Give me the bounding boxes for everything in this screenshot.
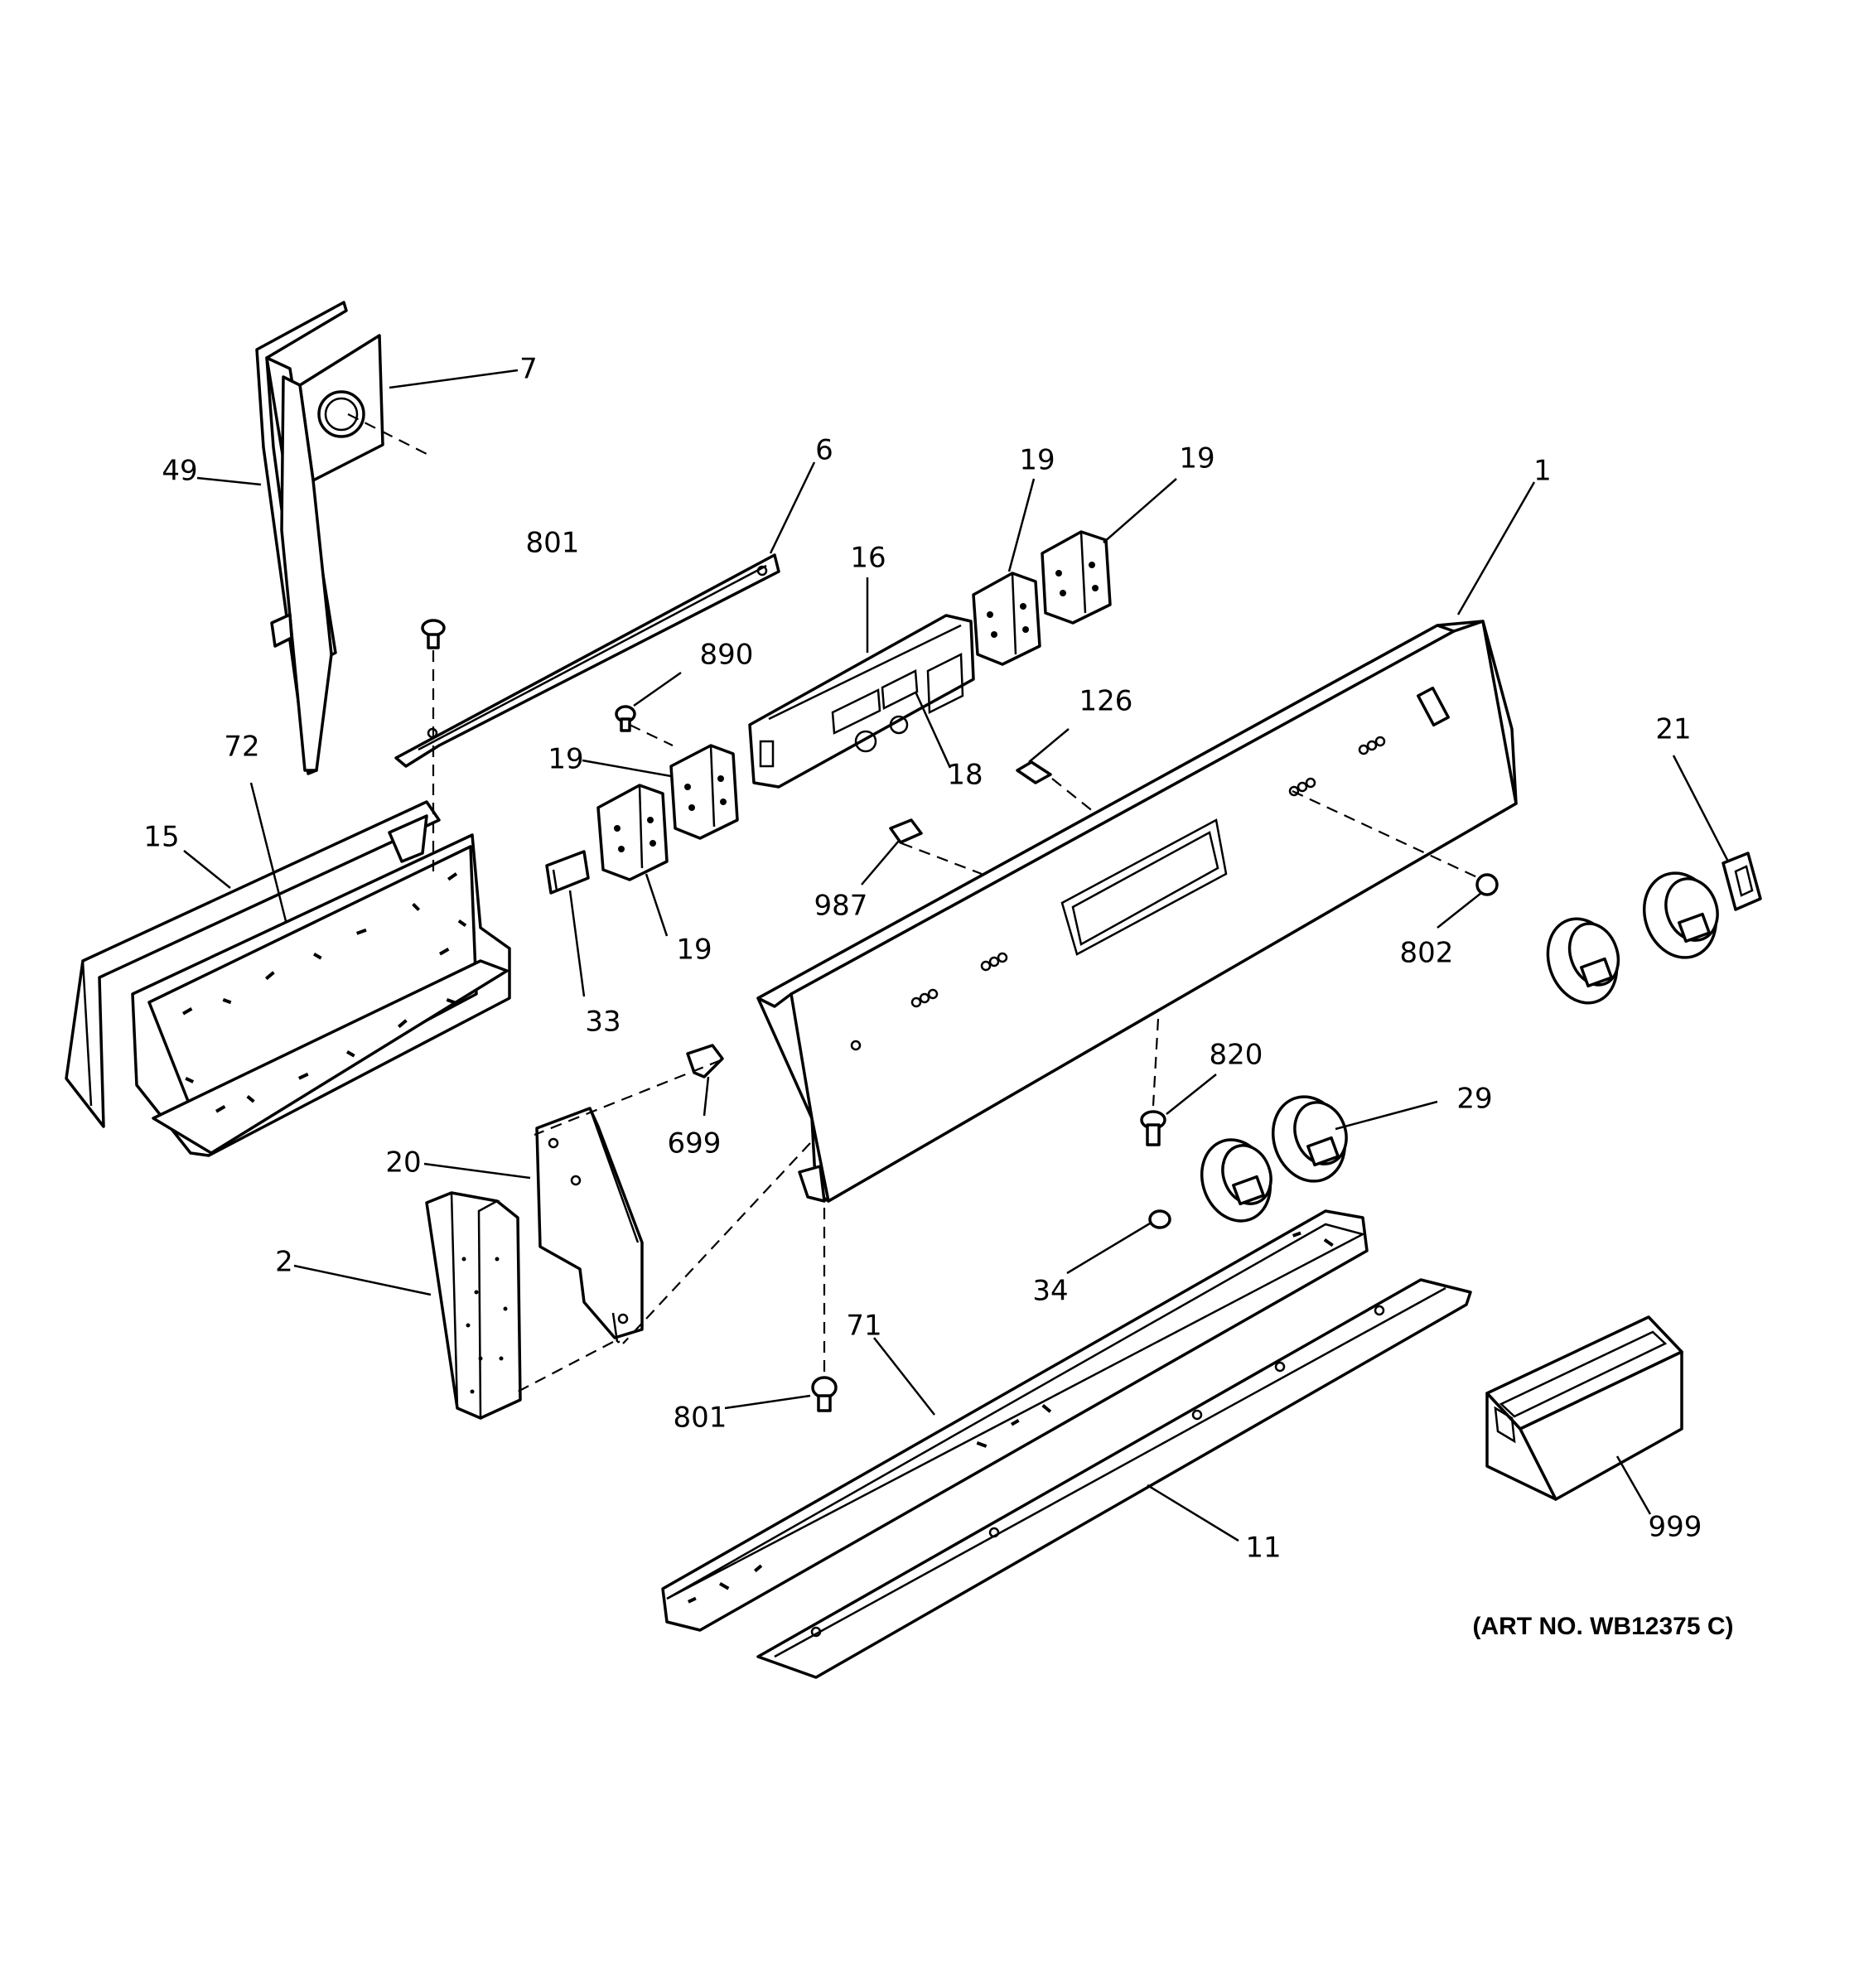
callout-890: 890 [700, 639, 754, 672]
callout-820: 820 [1210, 1039, 1263, 1072]
part-extra-lines [611, 1312, 620, 1344]
texture-specks [461, 1257, 508, 1394]
texture-specks [182, 872, 467, 1113]
callout-34: 34 [1032, 1275, 1068, 1308]
part-7-plate [270, 334, 384, 772]
callout-802: 802 [1400, 937, 1454, 970]
leader-lines [183, 369, 1730, 1542]
callout-7: 7 [519, 353, 538, 386]
callout-19-top-left: 19 [1019, 444, 1055, 477]
part-126-screw [1016, 760, 1052, 784]
part-820-screw [1140, 1110, 1166, 1146]
callout-2: 2 [275, 1246, 293, 1279]
part-19-switch-upper-b [1041, 530, 1112, 625]
panel-knob-holes [910, 736, 1386, 1008]
callout-72: 72 [224, 731, 259, 764]
callout-19-bottom: 19 [676, 934, 712, 967]
part-19-switch-upper-a [972, 572, 1041, 666]
part-802-screw [1475, 873, 1499, 896]
part-890-screw [615, 705, 636, 732]
part-1-backsplash-panel [756, 620, 1518, 1203]
part-2-end-piece [425, 1191, 522, 1420]
part-34-screw [1148, 1209, 1171, 1229]
part-20-bracket [535, 1107, 644, 1339]
part-801-screw-top [421, 619, 446, 649]
part-999-box [1485, 1315, 1683, 1501]
part-33-switch [545, 850, 590, 895]
part-15-end-cap [65, 800, 511, 1157]
callout-1: 1 [1533, 455, 1552, 488]
part-29-knob-back-right [1642, 871, 1719, 959]
callout-19-middle: 19 [548, 743, 583, 776]
art-number: (ART NO. WB12375 C) [1472, 1613, 1733, 1640]
texture-specks [687, 1231, 1334, 1604]
callout-19-top-right: 19 [1179, 442, 1214, 475]
callout-33: 33 [585, 1006, 621, 1039]
callout-801-top: 801 [526, 527, 580, 560]
callout-699: 699 [668, 1127, 722, 1160]
alignment-lines [347, 413, 1480, 1392]
callout-71: 71 [846, 1310, 881, 1343]
part-699-clip [686, 1044, 724, 1078]
part-6-trim-strip [394, 553, 780, 768]
part-29-knob-back-left [1546, 917, 1620, 1005]
callout-126: 126 [1079, 685, 1133, 718]
callout-18: 18 [947, 759, 983, 792]
part-29-knob-front-left [1200, 1138, 1272, 1223]
part-987-clip [889, 818, 923, 844]
part-29-knob-front-right [1271, 1095, 1348, 1183]
callout-29: 29 [1456, 1083, 1492, 1116]
callout-6: 6 [815, 434, 833, 467]
part-16-control-board [748, 614, 975, 789]
part-19-switch-lower [596, 784, 669, 881]
callout-49: 49 [162, 455, 197, 488]
part-11-lower-trim [756, 1278, 1472, 1679]
part-21-switch [1722, 852, 1762, 911]
part-71-front-trim [661, 1209, 1369, 1632]
callout-987: 987 [814, 890, 868, 923]
part-19-switch-upper-left [669, 744, 739, 840]
callout-15: 15 [143, 821, 179, 854]
callout-16: 16 [850, 542, 886, 575]
callout-801-bottom: 801 [674, 1402, 727, 1435]
callout-20: 20 [385, 1146, 421, 1180]
callout-11: 11 [1245, 1532, 1281, 1565]
callout-labels: 1 2 6 7 11 15 16 18 19 19 19 19 20 21 29… [143, 353, 1702, 1565]
part-801-screw-bottom [811, 1376, 838, 1412]
callout-21: 21 [1655, 713, 1691, 746]
callout-999: 999 [1649, 1511, 1702, 1544]
